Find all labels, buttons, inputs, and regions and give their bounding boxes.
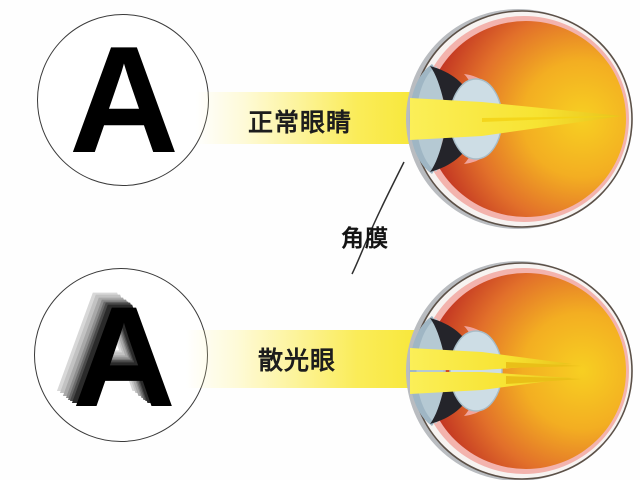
eyeball-astigmatism — [406, 261, 633, 480]
ghost-layer-7: A — [68, 274, 171, 434]
ghost-layer-6: A — [66, 272, 169, 432]
ghost-layer-2: A — [56, 268, 159, 424]
light-beam-astigmatism — [186, 330, 414, 388]
eyeball-normal — [406, 9, 633, 229]
ghost-layer-4: A — [62, 269, 165, 429]
ghost-layer-3: A — [59, 268, 162, 427]
vision-circle-astigmatism: A A A A A A A A — [34, 268, 208, 442]
letter-a-ghosted: A A A A A A A A — [35, 269, 207, 441]
ghost-layer-main: A — [72, 277, 175, 437]
ghost-layer-1: A — [53, 268, 156, 422]
label-normal-eye: 正常眼睛 — [248, 108, 353, 137]
label-cornea: 角膜 — [341, 226, 389, 252]
light-beam-normal — [196, 92, 411, 144]
label-astigmatic-eye: 散光眼 — [258, 346, 337, 375]
letter-a-sharp: A — [69, 15, 179, 185]
vision-circle-normal: A — [37, 14, 209, 186]
ghost-layer-5: A — [64, 271, 167, 431]
